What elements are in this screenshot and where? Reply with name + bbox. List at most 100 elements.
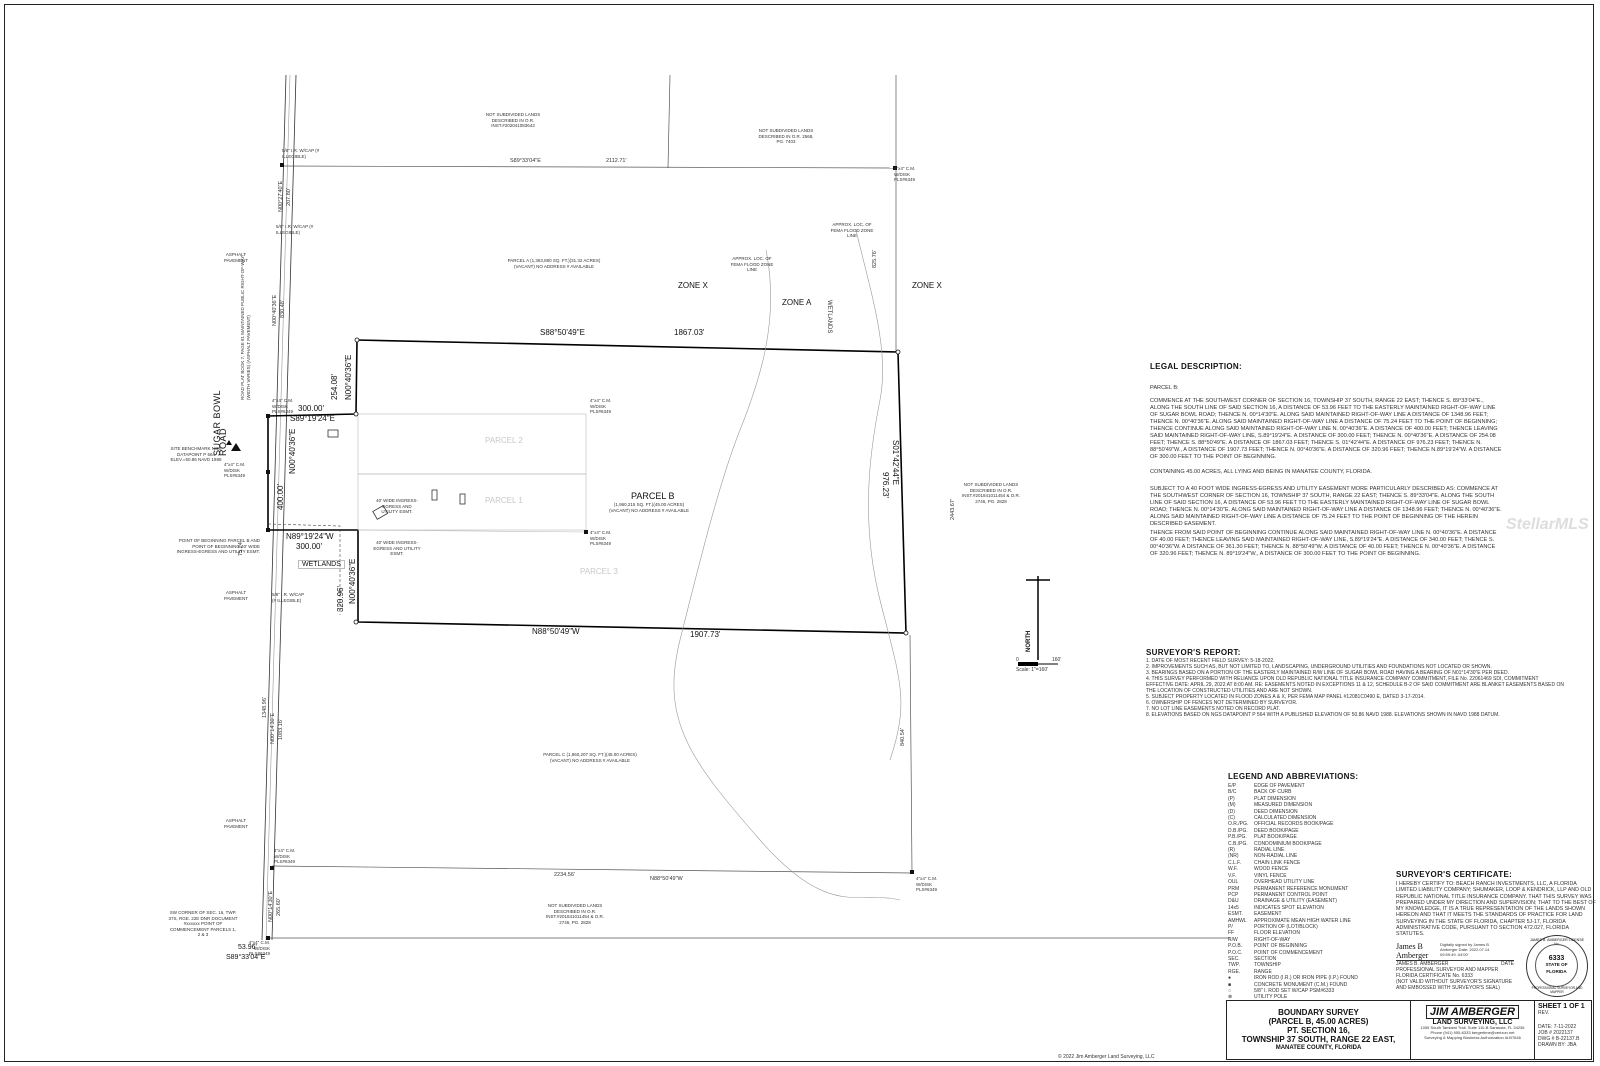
- road-mid-distance: 830.48': [280, 300, 286, 318]
- certificate-heading: SURVEYOR'S CERTIFICATE:: [1396, 870, 1513, 879]
- legend-row: P.O.B. POINT OF BEGINNING: [1228, 943, 1368, 949]
- legend-meaning: RIGHT-OF-WAY: [1254, 936, 1291, 943]
- legend-abbr: SEC.: [1228, 955, 1240, 962]
- legend-meaning: UTILITY POLE: [1254, 994, 1288, 1001]
- scale-160: 160': [1052, 657, 1062, 663]
- legend-meaning: VINYL FENCE: [1254, 872, 1287, 879]
- firm-logo: JIM AMBERGER: [1425, 1005, 1520, 1019]
- pob-offset-distance: 75.24': [238, 541, 244, 556]
- legend-row: (P) PLAT DIMENSION: [1228, 796, 1368, 802]
- right-dist-a: 825.76': [872, 250, 878, 268]
- legend-row: C.L.F.CHAIN LINK FENCE: [1228, 860, 1368, 866]
- date-label: DATE: [1501, 960, 1514, 967]
- legend-meaning: NON-RADIAL LINE: [1254, 853, 1298, 860]
- road-center-line: [265, 74, 291, 941]
- road-upper-bearing: N00°27'40"E: [278, 180, 284, 212]
- legend-row: O.R./PG.OFFICIAL RECORDS BOOK/PAGE: [1228, 821, 1368, 827]
- right-dist-c: 840.54': [900, 728, 906, 746]
- legend-meaning: BACK OF CURB: [1254, 789, 1292, 796]
- top-section-distance: 2112.71': [606, 158, 627, 164]
- road-note: ROAD PLAT BOOK 7, PAGE 81 MAINTAINED PUB…: [240, 255, 251, 400]
- legend-row: (M)MEASURED DIMENSION: [1228, 802, 1368, 808]
- legend-meaning: EASEMENT: [1254, 911, 1282, 918]
- legend-meaning: FLOOR ELEVATION: [1254, 930, 1300, 937]
- legend-abbr: TWP.: [1228, 962, 1240, 969]
- sw-monument-note: 4"x4" C.M. W/DISK PLS#6349: [248, 940, 270, 956]
- legend-abbr: P.O.B.: [1228, 943, 1243, 950]
- monument-note-7: 4"x4" C.M. W/DISK PLS#6349: [894, 166, 916, 182]
- legend-abbr: (M): [1228, 802, 1236, 809]
- parcel-3-label: PARCEL 3: [580, 567, 618, 576]
- legend-meaning: CHAIN LINK FENCE: [1254, 859, 1301, 866]
- north-line-bearing: S88°50'49"E: [540, 328, 585, 337]
- legend-abbr: 14x5: [1228, 904, 1239, 911]
- legal-paragraph-2: CONTAINING 45.00 ACRES, ALL LYING AND BE…: [1150, 469, 1372, 475]
- legend-abbr: PRM: [1228, 885, 1240, 892]
- legend-meaning: 5/8" I. ROD SET W/CAP PSM#6333: [1254, 988, 1335, 994]
- legend-meaning: CONDOMINIUM BOOK/PAGE: [1254, 840, 1322, 847]
- bottom-section-distance: 2234.56': [554, 872, 575, 878]
- legend-row: P/PORTION OF (LOT/BLOCK): [1228, 924, 1368, 930]
- parcel-ghost-lines: [357, 413, 587, 533]
- legend-row: PRM PERMANENT REFERENCE MONUMENT: [1228, 886, 1368, 892]
- legend-meaning: POINT OF BEGINNING: [1254, 943, 1307, 950]
- adjoiner-top-left: NOT SUBDIVIDED LANDS DESCRIBED IN O.R. I…: [485, 112, 541, 128]
- legend-row: V.F.VINYL FENCE: [1228, 873, 1368, 879]
- right-dist-b: 2443.67': [950, 499, 956, 520]
- legend-row: ESMT. EASEMENT: [1228, 911, 1368, 917]
- legend-row: SEC.SECTION: [1228, 956, 1368, 962]
- parcel-a-detail: PARCEL A (1,363,880 SQ. FT.)(31.32 ACRES…: [507, 258, 601, 269]
- west-upper-bearing: N00°40'36"E: [344, 354, 353, 400]
- legend-row: ⊗UTILITY POLE: [1228, 994, 1368, 1000]
- legend-row: D.B./PG.DEED BOOK/PAGE: [1228, 828, 1368, 834]
- digital-signature-note: Digitally signed by James B Amberger Dat…: [1440, 942, 1490, 958]
- east-line-lower: [909, 634, 913, 874]
- north-boundary-line: [667, 74, 671, 169]
- road-total-distance: 1348.96': [262, 697, 268, 718]
- legend-abbr: D.B./PG.: [1228, 827, 1248, 834]
- parcel-b-boundary: [267, 339, 907, 634]
- east-line-bearing: S01°42'44"E: [891, 440, 900, 485]
- legend-meaning: DEED DIMENSION: [1254, 808, 1298, 815]
- road-low2-distance: 1083.16': [278, 719, 284, 740]
- asphalt-label-3: ASPHALT PAVEMENT: [223, 818, 249, 829]
- legend-meaning: PLAT DIMENSION: [1254, 795, 1296, 802]
- watermark: StellarMLS: [1506, 516, 1589, 533]
- parcel-2-label: PARCEL 2: [485, 436, 523, 445]
- legend-meaning: RADIAL LINE: [1254, 847, 1285, 854]
- parcel-c-detail: PARCEL C (1,960,207 SQ. FT.)(45.00 ACRES…: [543, 752, 637, 763]
- legend-row: W.F.WOOD FENCE: [1228, 866, 1368, 872]
- road-low2-bearing: N00°14'30"E: [270, 712, 276, 744]
- benchmark-note: SITE BENCHMARK NGS DATAPOINT P 564 ELEV.…: [170, 446, 222, 462]
- legend-abbr: ESMT.: [1228, 911, 1243, 918]
- report-item: 2. IMPROVEMENTS SUCH AS, BUT NOT LIMITED…: [1146, 664, 1492, 670]
- report-heading: SURVEYOR'S REPORT:: [1146, 648, 1241, 657]
- legend-row: (C)CALCULATED DIMENSION: [1228, 815, 1368, 821]
- south-line-distance: 1907.73': [690, 630, 721, 639]
- title-block: BOUNDARY SURVEY (PARCEL B, 45.00 ACRES) …: [1226, 1000, 1592, 1060]
- surveyor-seal: JAMES B. AMBERGER LICENSE No. 6333 STATE…: [1526, 935, 1588, 997]
- legend-meaning: PLAT BOOK/PAGE: [1254, 834, 1297, 841]
- west-mid-bearing: N00°40'36"E: [288, 428, 297, 474]
- legend-abbr: (C): [1228, 815, 1235, 822]
- adjoiner-bottom: NOT SUBDIVIDED LANDS DESCRIBED IN O.R. I…: [546, 903, 604, 925]
- top-section-bearing: S89°33'04"E: [510, 158, 541, 164]
- sw-corner-note: SW CORNER OF SEC. 16, TWP. 37S, RGE. 22E…: [168, 910, 238, 937]
- legend-abbr: P.B./PG.: [1228, 834, 1247, 841]
- parcel-b-title: PARCEL B: [631, 491, 675, 501]
- jog-top-bearing: S89°19'24"E: [290, 414, 335, 423]
- structure: [372, 504, 389, 520]
- legend-abbr: (P): [1228, 795, 1235, 802]
- surveyors-report: SURVEYOR'S REPORT: 1. DATE OF MOST RECEN…: [1146, 648, 1566, 718]
- legal-paragraph-3: SUBJECT TO A 40 FOOT WIDE INGRESS-EGRESS…: [1150, 486, 1502, 527]
- legend-abbr: OUL: [1228, 879, 1239, 886]
- adjoiner-right: NOT SUBDIVIDED LANDS DESCRIBED IN O.R. I…: [962, 482, 1020, 504]
- zone-x-label-right: ZONE X: [912, 281, 942, 290]
- adjoiner-top-right: NOT SUBDIVIDED LANDS DESCRIBED IN O.R. 2…: [758, 128, 814, 144]
- legend-meaning: PERMANENT REFERENCE MONUMENT: [1254, 885, 1349, 892]
- bottom-section-bearing: N88°50'49"W: [650, 876, 683, 882]
